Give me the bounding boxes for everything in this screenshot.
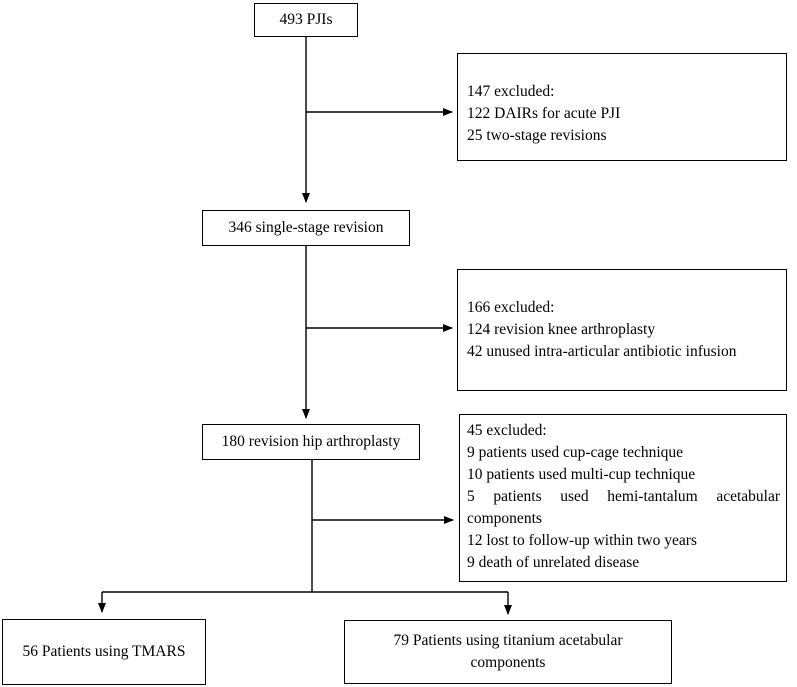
start-box: 493 PJIs [254,3,358,37]
titanium-line-1: components [470,654,546,671]
exclusion2-line-1: 124 revision knee arthroplasty [467,321,656,338]
single-stage-box-text: 346 single-stage revision [228,219,384,236]
exclusion3-line-0: 45 excluded: [467,422,547,439]
hip-box-text: 180 revision hip arthroplasty [221,433,401,450]
exclusion3-line-4: components [467,510,542,527]
exclusion3-line-5: 12 lost to follow-up within two years [467,532,697,549]
exclusion1-line-1: 122 DAIRs for acute PJI [467,105,621,122]
exclusion3-line-1: 9 patients used cup-cage technique [467,444,684,461]
exclusion3-box: 45 excluded: 9 patients used cup-cage te… [459,414,787,582]
hip-box: 180 revision hip arthroplasty [202,424,420,460]
exclusion3-line-3: 5 patients used hemi-tantalum acetabular [467,488,780,505]
exclusion1-line-0: 147 excluded: [467,83,555,100]
exclusion3-line-2: 10 patients used multi-cup technique [467,466,696,483]
tmars-box-text: 56 Patients using TMARS [22,643,186,660]
single-stage-box: 346 single-stage revision [202,210,410,246]
titanium-line-0: 79 Patients using titanium acetabular [393,632,623,649]
exclusion1-line-2: 25 two-stage revisions [467,127,607,144]
exclusion3-line-6: 9 death of unrelated disease [467,554,640,571]
titanium-box: 79 Patients using titanium acetabular co… [344,620,672,684]
exclusion2-box: 166 excluded: 124 revision knee arthropl… [457,269,787,391]
tmars-box: 56 Patients using TMARS [2,619,206,685]
exclusion1-box: 147 excluded: 122 DAIRs for acute PJI 25… [457,53,787,161]
exclusion2-line-2: 42 unused intra-articular antibiotic inf… [467,343,737,360]
exclusion2-line-0: 166 excluded: [467,299,555,316]
start-box-text: 493 PJIs [279,11,333,28]
